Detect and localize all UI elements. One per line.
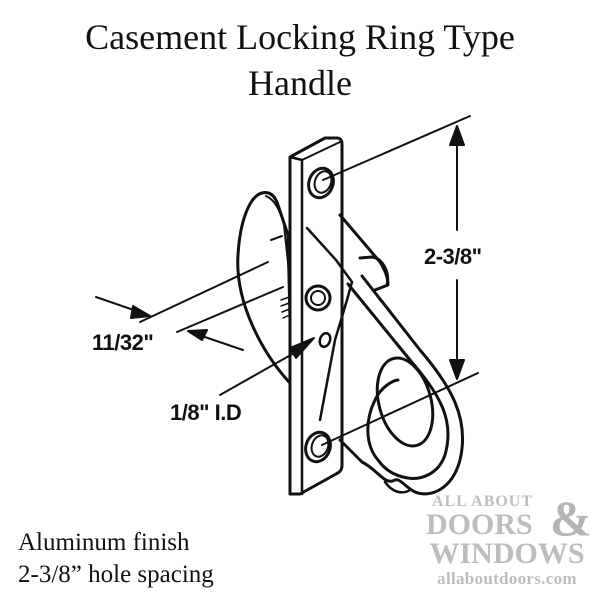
spec-finish: Aluminum finish	[18, 529, 190, 556]
small-hole	[318, 331, 332, 349]
spec-hole-spacing: 2-3/8” hole spacing	[18, 561, 214, 588]
logo-line-3: WINDOWS	[429, 537, 585, 570]
product-specs: Aluminum finish 2-3/8” hole spacing	[18, 527, 214, 591]
top-screw-hole	[307, 166, 335, 200]
dim-hole-spacing	[321, 115, 479, 446]
bottom-screw-hole	[304, 430, 332, 464]
logo-line-1: ALL ABOUT	[432, 493, 534, 510]
title-line-2: Handle	[248, 63, 352, 103]
page-title: Casement Locking Ring Type Handle	[0, 14, 600, 106]
label-hole-spacing: 2-3/8"	[424, 244, 482, 269]
logo-url: allaboutdoors.com	[437, 569, 577, 588]
pivot-rivet	[304, 284, 332, 312]
label-thickness: 11/32"	[92, 330, 154, 355]
title-line-1: Casement Locking Ring Type	[85, 17, 515, 57]
label-inner-diameter: 1/8" I.D	[170, 400, 242, 425]
brand-logo: ALL ABOUT DOORS & WINDOWS allaboutdoors.…	[422, 493, 592, 589]
logo-ampersand: &	[550, 490, 592, 546]
locking-cam	[236, 191, 293, 384]
mounting-plate	[288, 136, 344, 496]
logo-line-2: DOORS	[426, 508, 533, 541]
dim-inner-diameter	[219, 337, 315, 396]
ring-opening	[375, 356, 435, 448]
ring-handle	[305, 213, 465, 496]
dim-thickness	[95, 261, 284, 351]
